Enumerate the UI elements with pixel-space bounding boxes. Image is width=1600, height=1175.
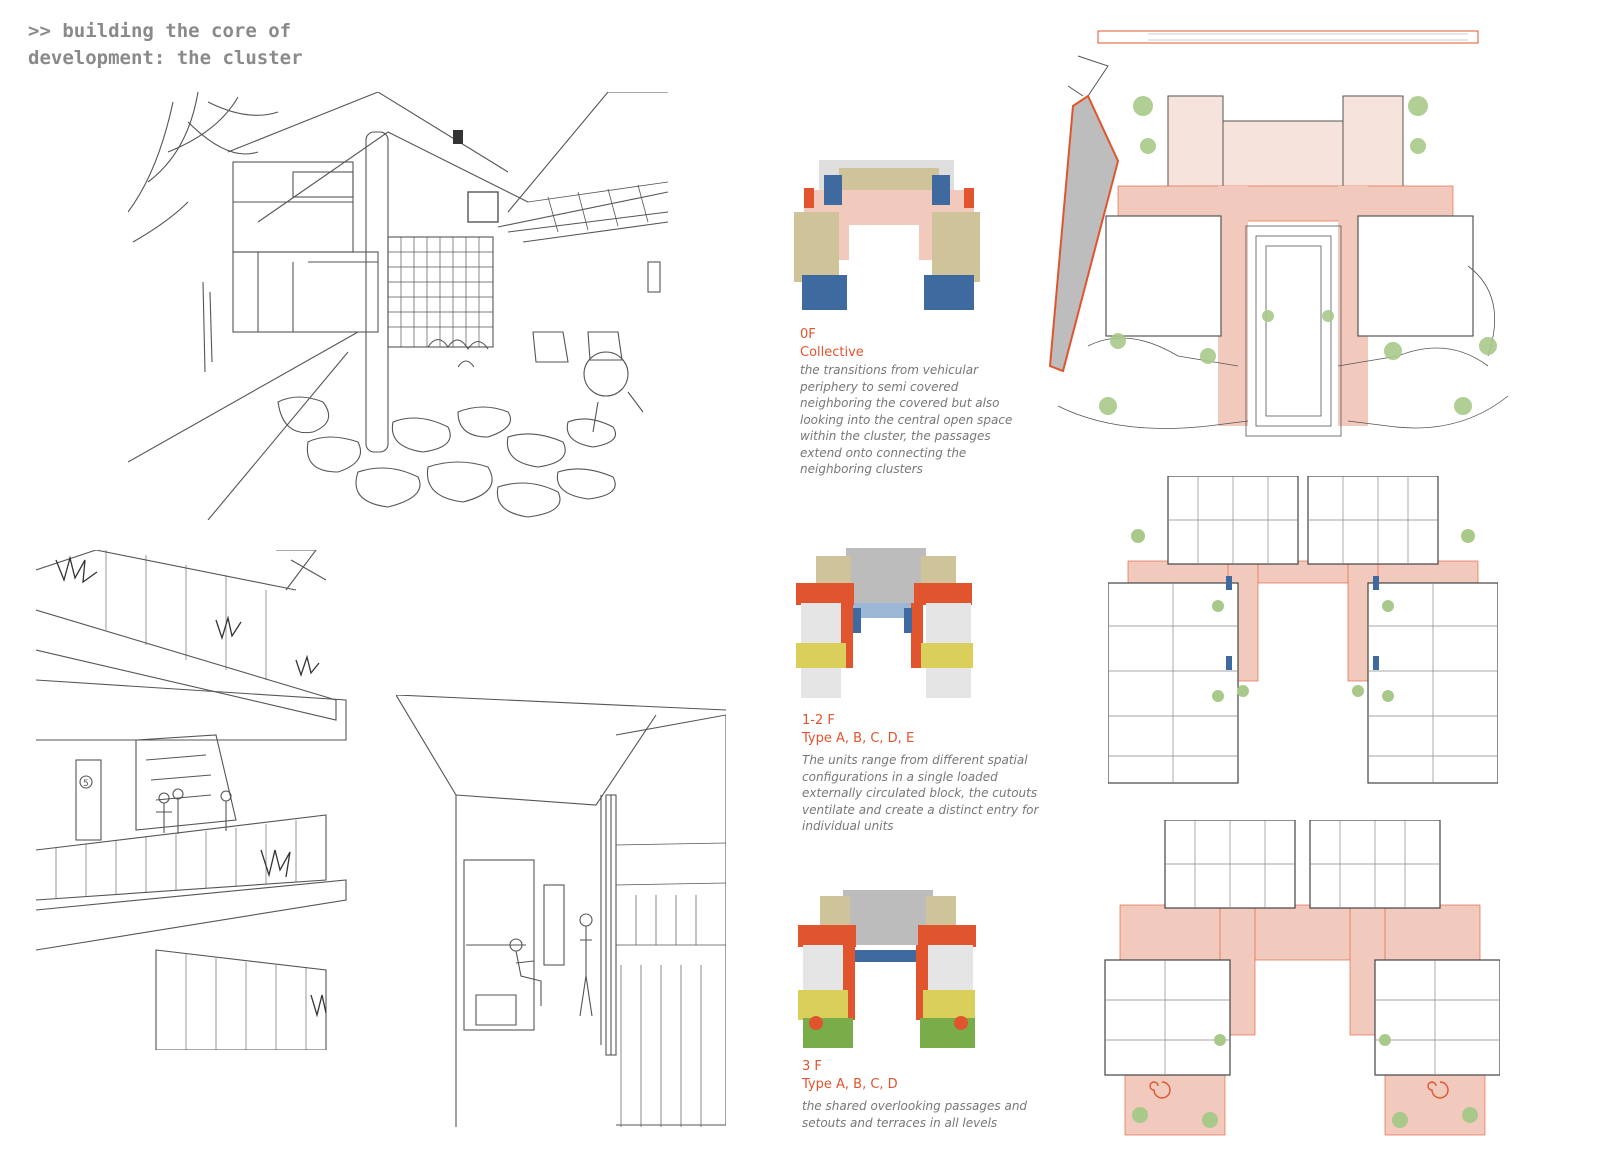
legend-3f: 3 F Type A, B, C, D the shared overlooki… [802,1058,1042,1131]
legend-3f-level: 3 F [802,1059,822,1074]
legend-3f-title: Type A, B, C, D [802,1077,898,1092]
plan-ground-floor [1048,30,1509,437]
legend-1-2f-title: Type A, B, C, D, E [802,731,915,746]
passage-sketch [396,695,726,1127]
diagram-3f [798,890,976,1048]
legend-1-2f-level: 1-2 F [802,713,835,728]
heading-line-1: >> building the core of [28,20,292,42]
diagram-0f [794,160,980,310]
courtyard-sketch [128,92,668,520]
unit-number-label: 5 [83,779,89,789]
legend-3f-description: the shared overlooking passages and seto… [802,1099,1028,1130]
heading-line-2: development: the cluster [28,47,303,69]
page-heading: >> building the core of development: the… [28,18,303,72]
legend-1-2f-description: The units range from different spatial c… [802,753,1039,833]
balcony-sketch: 5 [36,550,347,1050]
legend-0f-level: 0F [800,327,816,342]
plan-first-second-floor [1108,476,1498,784]
plan-third-floor [1104,820,1500,1136]
legend-0f: 0F Collective the transitions from vehic… [800,326,1020,478]
legend-0f-description: the transitions from vehicular periphery… [800,363,1013,476]
legend-0f-title: Collective [800,345,864,360]
legend-1-2f: 1-2 F Type A, B, C, D, E The units range… [802,712,1042,835]
diagram-1-2f [796,548,973,698]
